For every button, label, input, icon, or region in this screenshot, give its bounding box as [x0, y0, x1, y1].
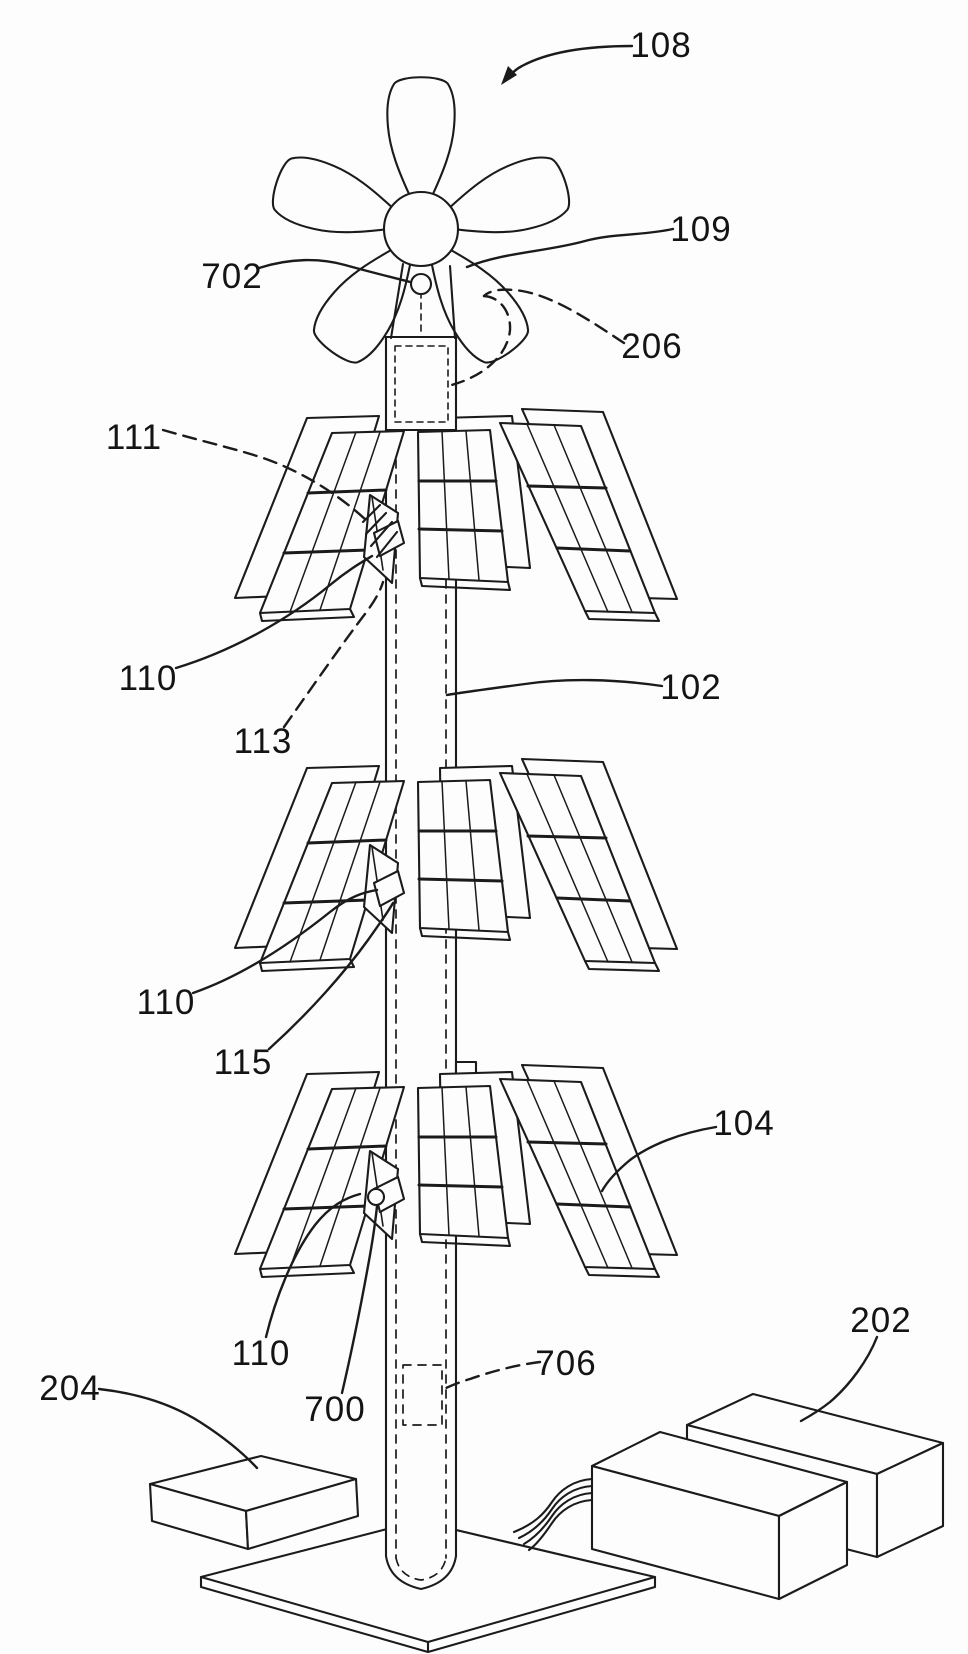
wind-turbine — [265, 76, 577, 388]
power-cables — [512, 1477, 594, 1552]
leader-206 — [482, 288, 626, 345]
ref-label-204: 204 — [39, 1369, 100, 1408]
ref-label-702: 702 — [201, 257, 262, 296]
leader-204 — [97, 1387, 259, 1470]
leader-102 — [445, 678, 664, 697]
reference-labels: 108 109 702 206 111 110 113 102 110 115 … — [39, 26, 911, 1429]
leader-202 — [799, 1335, 879, 1423]
mast-pole — [384, 428, 458, 1591]
access-port-706 — [402, 1364, 443, 1426]
leader-111 — [161, 428, 368, 522]
turbine-shaft — [389, 262, 457, 340]
battery-box-front — [590, 1430, 849, 1601]
ref-label-202: 202 — [850, 1301, 911, 1340]
leader-104 — [600, 1125, 718, 1193]
nacelle — [384, 335, 458, 432]
leader-115 — [267, 901, 395, 1051]
ref-label-111: 111 — [106, 418, 162, 457]
ref-label-113: 113 — [234, 722, 293, 761]
sensor-circle-700 — [366, 1187, 386, 1207]
pivot-circle-702 — [409, 272, 433, 296]
ref-label-104: 104 — [713, 1104, 774, 1143]
ref-label-206: 206 — [621, 327, 682, 366]
leader-702 — [257, 258, 412, 284]
ref-label-700: 700 — [304, 1390, 365, 1429]
ref-label-102: 102 — [660, 668, 721, 707]
solar-panel-tier-1 — [233, 407, 679, 623]
leader-113 — [282, 580, 385, 729]
ref-label-110-tier1: 110 — [119, 659, 178, 698]
leader-lines — [97, 44, 879, 1470]
leader-110-t3 — [264, 1192, 362, 1339]
leader-110-t1 — [174, 554, 374, 670]
rotation-arc-206 — [446, 294, 512, 388]
ref-label-115: 115 — [214, 1043, 273, 1082]
leader-109 — [465, 227, 675, 269]
turbine-hub-109 — [382, 190, 460, 268]
ref-label-110-tier2: 110 — [137, 983, 196, 1022]
ref-label-108: 108 — [630, 26, 691, 65]
ref-label-706: 706 — [535, 1344, 596, 1383]
leader-700 — [340, 1204, 379, 1395]
leader-706 — [442, 1360, 542, 1391]
leader-108 — [505, 44, 634, 81]
hatch-lines-111 — [361, 503, 399, 559]
controller-box-204 — [148, 1454, 360, 1551]
arrowhead-108 — [501, 66, 517, 85]
ref-label-109: 109 — [670, 210, 731, 249]
ref-label-110-tier3: 110 — [232, 1334, 291, 1373]
solar-panel-tier-3 — [233, 1060, 679, 1279]
leader-110-t2 — [191, 888, 379, 995]
